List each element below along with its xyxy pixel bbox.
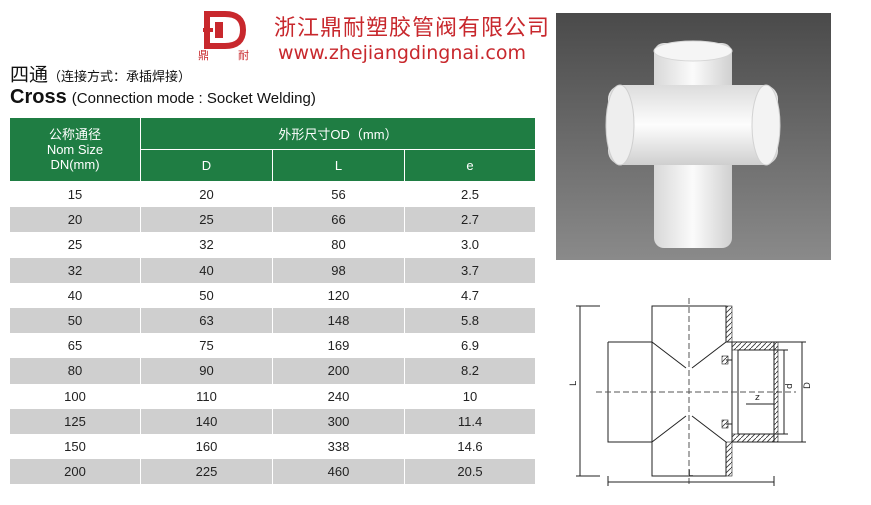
cell-d: 40: [140, 257, 273, 283]
cell-dn: 65: [9, 333, 141, 359]
label-l-horizontal: L: [688, 469, 693, 479]
cell-e: 2.5: [403, 181, 537, 208]
cell-l: 66: [272, 207, 405, 233]
cell-dn: 25: [9, 232, 141, 258]
cell-d: 90: [140, 358, 273, 384]
cell-e: 20.5: [403, 459, 537, 485]
logo-char-nai: 耐: [238, 49, 249, 62]
cell-e: 2.7: [403, 207, 537, 233]
technical-drawing: L L z d D: [566, 298, 871, 488]
cell-dn: 15: [9, 181, 141, 208]
label-l-vertical: L: [569, 381, 579, 386]
product-title-cn: 四通（连接方式：承插焊接）: [10, 60, 191, 87]
cell-l: 300: [272, 408, 405, 434]
cell-e: 14.6: [403, 433, 537, 460]
dimension-table: 公称通径 Nom Size DN(mm) 外形尺寸OD（mm） D L e 15…: [9, 117, 537, 485]
title-cn: 四通: [10, 64, 49, 86]
cell-e: 3.0: [403, 232, 537, 258]
cell-l: 80: [272, 232, 405, 258]
subtitle-en: (Connection mode : Socket Welding): [71, 90, 316, 107]
cell-d: 140: [140, 408, 273, 434]
subtitle-cn: （连接方式：承插焊接）: [48, 70, 192, 85]
label-d-outer: D: [803, 382, 813, 389]
header-nominal-cn: 公称通径: [48, 127, 101, 142]
cell-l: 169: [272, 333, 405, 359]
cell-d: 50: [140, 282, 273, 308]
cell-e: 5.8: [403, 307, 537, 334]
company-website: www.zhejiangdingnai.com: [278, 42, 526, 64]
cell-e: 4.7: [403, 282, 537, 308]
header-nominal-unit: DN(mm): [50, 157, 100, 172]
cell-l: 338: [272, 433, 405, 460]
cell-d: 225: [140, 459, 273, 485]
company-logo: [199, 8, 249, 60]
cell-l: 200: [272, 358, 405, 384]
cell-dn: 150: [9, 433, 141, 460]
cell-d: 75: [140, 333, 273, 359]
header-col-l: L: [272, 149, 405, 182]
cell-e: 6.9: [403, 333, 537, 359]
cell-e: 8.2: [403, 358, 537, 384]
cell-dn: 200: [9, 459, 141, 485]
cell-l: 98: [272, 257, 405, 283]
title-en: Cross: [10, 86, 67, 108]
cell-l: 120: [272, 282, 405, 308]
cell-dn: 20: [9, 207, 141, 233]
cell-dn: 32: [9, 257, 141, 283]
cell-l: 148: [272, 307, 405, 334]
product-title-en: Cross (Connection mode : Socket Welding): [10, 86, 316, 109]
cell-dn: 125: [9, 408, 141, 434]
header-nominal-en: Nom Size: [46, 142, 104, 157]
label-z: z: [755, 393, 760, 403]
cell-e: 10: [403, 383, 537, 409]
cell-d: 32: [140, 232, 273, 258]
header-nominal-size: 公称通径 Nom Size DN(mm): [9, 117, 141, 182]
product-photo: [556, 13, 831, 260]
cell-d: 20: [140, 181, 273, 208]
cell-dn: 100: [9, 383, 141, 409]
cell-l: 56: [272, 181, 405, 208]
cell-dn: 80: [9, 358, 141, 384]
cell-e: 3.7: [403, 257, 537, 283]
cell-d: 160: [140, 433, 273, 460]
cell-d: 63: [140, 307, 273, 334]
logo-char-ding: 鼎: [198, 49, 209, 62]
cell-dn: 40: [9, 282, 141, 308]
cell-l: 240: [272, 383, 405, 409]
header-col-e: e: [403, 149, 537, 182]
header-od: 外形尺寸OD（mm）: [139, 117, 537, 150]
header-col-d: D: [140, 149, 273, 182]
cell-l: 460: [272, 459, 405, 485]
cell-d: 25: [140, 207, 273, 233]
cell-d: 110: [140, 383, 273, 409]
cell-dn: 50: [9, 307, 141, 334]
label-d-inner: d: [785, 383, 795, 389]
company-name: 浙江鼎耐塑胶管阀有限公司: [274, 16, 551, 41]
cell-e: 11.4: [403, 408, 537, 434]
